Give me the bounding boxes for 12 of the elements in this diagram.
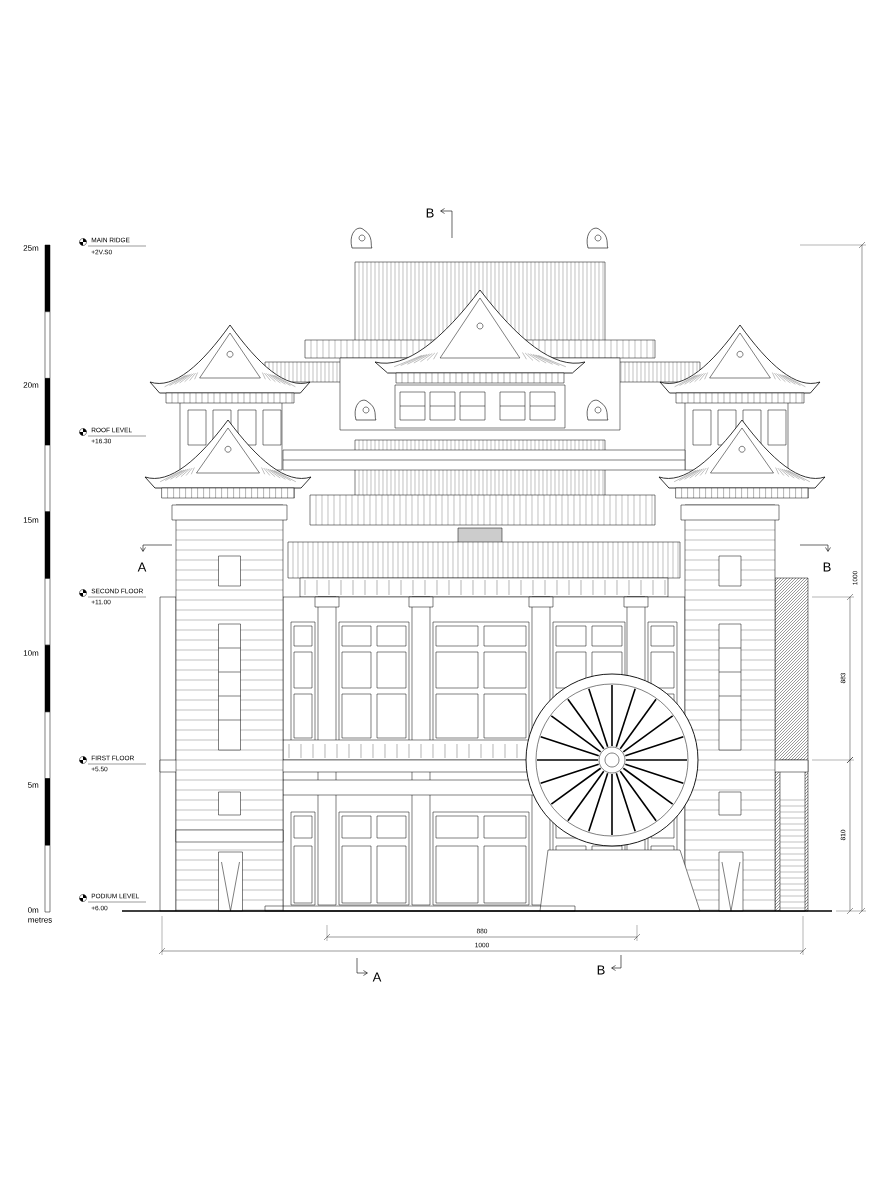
scale-label: 20m [23, 382, 39, 388]
scale-label: 5m [27, 782, 39, 788]
scale-label: 10m [23, 650, 39, 656]
section-letter: B [597, 965, 605, 975]
section-letter: A [137, 562, 147, 572]
section-letter: B [823, 562, 831, 572]
scale-label: 0m [27, 907, 39, 913]
section-letter: A [372, 972, 382, 982]
scale-label: 25m [23, 245, 39, 251]
scale-label: 15m [23, 517, 39, 523]
section-letter: B [426, 208, 434, 218]
scale-label: metres [28, 917, 52, 923]
